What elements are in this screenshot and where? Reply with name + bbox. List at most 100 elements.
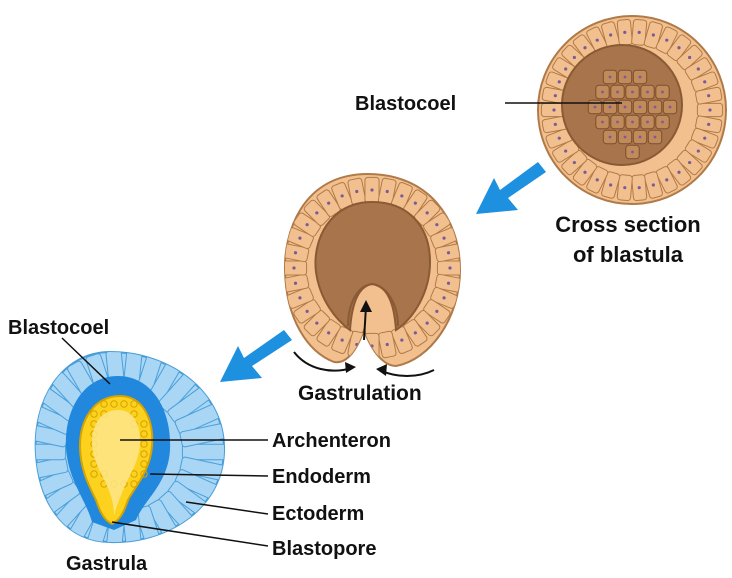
cell-nucleus: [601, 91, 604, 94]
cell-nucleus: [707, 94, 710, 97]
cell-nucleus: [652, 183, 655, 186]
label-endoderm: Endoderm: [272, 466, 371, 488]
cell-nucleus: [639, 76, 642, 79]
cell-nucleus: [306, 223, 309, 226]
cell-nucleus: [370, 188, 373, 191]
cell-nucleus: [294, 251, 297, 254]
cell-nucleus: [703, 80, 706, 83]
cell-nucleus: [552, 108, 555, 111]
cell-nucleus: [442, 237, 445, 240]
cell-nucleus: [355, 190, 358, 193]
cell-nucleus: [558, 137, 561, 140]
cell-nucleus: [631, 121, 634, 124]
blastula-illustration: [538, 16, 726, 204]
cell-nucleus: [639, 136, 642, 139]
cell-nucleus: [583, 46, 586, 49]
cell-nucleus: [638, 31, 641, 34]
cell: [182, 444, 225, 459]
cell-nucleus: [596, 178, 599, 181]
cell-nucleus: [442, 296, 445, 299]
cell: [22, 444, 65, 459]
cell-nucleus: [623, 186, 626, 189]
cell-nucleus: [609, 106, 612, 109]
arrow-gastrulation-to-gastrula: [220, 330, 292, 382]
cell-nucleus: [631, 91, 634, 94]
cell-nucleus: [435, 223, 438, 226]
cell-nucleus: [583, 171, 586, 174]
cell-nucleus: [564, 67, 567, 70]
label-ectoderm: Ectoderm: [272, 503, 364, 525]
cell-nucleus: [624, 106, 627, 109]
cell-nucleus: [639, 106, 642, 109]
cell-nucleus: [616, 121, 619, 124]
cell-nucleus: [688, 56, 691, 59]
cell-nucleus: [624, 76, 627, 79]
cell-nucleus: [447, 282, 450, 285]
cell-nucleus: [609, 76, 612, 79]
cell-nucleus: [665, 178, 668, 181]
cell-nucleus: [669, 106, 672, 109]
cell-nucleus: [435, 310, 438, 313]
label-blastocoel-top: Blastocoel: [355, 93, 456, 115]
cell-nucleus: [386, 343, 389, 346]
label-blastopore: Blastopore: [272, 538, 376, 560]
cell-nucleus: [688, 161, 691, 164]
cell-nucleus: [646, 91, 649, 94]
cell-nucleus: [646, 121, 649, 124]
cell-nucleus: [697, 67, 700, 70]
label-blastocoel-left: Blastocoel: [8, 317, 109, 339]
cell-nucleus: [609, 183, 612, 186]
cell-nucleus: [601, 121, 604, 124]
cell-nucleus: [327, 202, 330, 205]
cell-nucleus: [697, 149, 700, 152]
cell-nucleus: [414, 331, 417, 334]
cell-nucleus: [677, 46, 680, 49]
cell-nucleus: [573, 161, 576, 164]
cell-nucleus: [624, 136, 627, 139]
cell-nucleus: [609, 33, 612, 36]
cell-nucleus: [400, 338, 403, 341]
cell-nucleus: [677, 171, 680, 174]
cell-nucleus: [631, 151, 634, 154]
cell-nucleus: [564, 149, 567, 152]
label-archenteron: Archenteron: [272, 430, 391, 452]
cell-nucleus: [558, 80, 561, 83]
cell-nucleus: [623, 31, 626, 34]
label-gastrulation: Gastrulation: [298, 382, 422, 405]
cell-nucleus: [298, 237, 301, 240]
cell-nucleus: [661, 121, 664, 124]
cell-nucleus: [654, 136, 657, 139]
cell-nucleus: [292, 266, 295, 269]
cell-nucleus: [315, 211, 318, 214]
cell-nucleus: [708, 108, 711, 111]
cell-nucleus: [654, 106, 657, 109]
cell-nucleus: [341, 194, 344, 197]
cell-nucleus: [400, 194, 403, 197]
cell-nucleus: [661, 91, 664, 94]
cell-nucleus: [616, 91, 619, 94]
cell-nucleus: [414, 202, 417, 205]
cell-nucleus: [594, 106, 597, 109]
cell-nucleus: [573, 56, 576, 59]
label-cross-section-line2: of blastula: [573, 242, 684, 267]
cell-nucleus: [609, 136, 612, 139]
cell-nucleus: [554, 94, 557, 97]
cell-nucleus: [327, 331, 330, 334]
cell-nucleus: [707, 123, 710, 126]
cell-nucleus: [426, 322, 429, 325]
cell-nucleus: [386, 190, 389, 193]
cell-nucleus: [447, 251, 450, 254]
cell-nucleus: [341, 338, 344, 341]
cell-nucleus: [596, 39, 599, 42]
cell-nucleus: [665, 39, 668, 42]
label-cross-section-line1: Cross section: [555, 212, 701, 237]
cell-nucleus: [554, 123, 557, 126]
arrow-blastula-to-gastrulation: [476, 162, 546, 214]
cell-nucleus: [426, 211, 429, 214]
cell-nucleus: [298, 296, 301, 299]
cell-nucleus: [306, 310, 309, 313]
cell-nucleus: [294, 282, 297, 285]
cell-nucleus: [703, 137, 706, 140]
cell-nucleus: [315, 322, 318, 325]
